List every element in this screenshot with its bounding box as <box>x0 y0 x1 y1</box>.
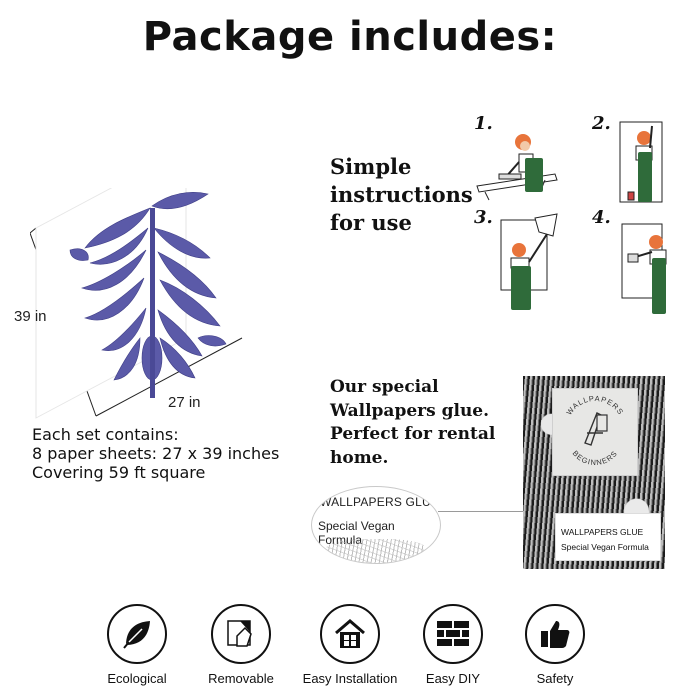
glue-description: Our special Wallpapers glue. Perfect for… <box>330 376 495 470</box>
leaf-icon <box>123 621 150 649</box>
feature-icon-circle <box>423 604 483 664</box>
step-1-illustration <box>476 134 558 201</box>
set-info-line: 8 paper sheets: 27 x 39 inches <box>32 444 280 463</box>
bricks-icon <box>437 621 469 646</box>
step-4-illustration <box>621 223 667 314</box>
step-number: 3. <box>474 207 493 228</box>
logo-top-text: WALLPAPERS <box>565 394 625 417</box>
set-info: Each set contains: 8 paper sheets: 27 x … <box>32 425 279 482</box>
feature-label: Safety <box>536 671 574 686</box>
package-label: WALLPAPERS GLUE Special Vegan Formula <box>555 513 661 561</box>
feature-easy-installation: Easy Installation <box>295 604 405 686</box>
step-number: 4. <box>592 207 611 228</box>
brand-logo: WALLPAPERS BEGINNERS <box>552 388 638 476</box>
feature-safety: Safety <box>500 604 610 686</box>
sheet-height-label: 39 in <box>14 308 47 325</box>
feature-removable: Removable <box>186 604 296 686</box>
glue-line: Wallpapers glue. <box>330 400 490 421</box>
step-number: 2. <box>592 113 611 134</box>
feature-icon-circle <box>107 604 167 664</box>
zoom-label-title: WALLPAPERS GLUE <box>320 495 440 509</box>
step-number: 1. <box>474 113 493 134</box>
etching-texture <box>326 539 426 563</box>
page-title: Package includes: <box>142 14 558 60</box>
package-label-title: WALLPAPERS GLUE <box>561 527 644 537</box>
glue-line: Our special <box>330 377 439 397</box>
wallpaper-sheet-illustration <box>30 188 243 419</box>
step-2-illustration <box>619 121 663 203</box>
glue-line: Perfect for rental <box>330 424 496 444</box>
house-icon <box>335 619 365 648</box>
svg-text:WALLPAPERS: WALLPAPERS <box>565 394 626 417</box>
set-info-line: Covering 59 ft square <box>32 463 206 482</box>
glue-label-zoom: WALLPAPERS GLUE Special Vegan Formula <box>311 486 441 564</box>
instructions-line: for use <box>330 210 412 235</box>
svg-text:BEGINNERS: BEGINNERS <box>571 449 620 467</box>
feature-icon-circle <box>320 604 380 664</box>
peel-icon <box>227 620 252 647</box>
package-label-subtitle: Special Vegan Formula <box>561 542 649 552</box>
glue-package: WALLPAPERS BEGINNERS WALLPAPERS GLUE Spe… <box>523 376 665 569</box>
zoom-leader-line <box>438 511 530 512</box>
set-info-line: Each set contains: <box>32 425 179 444</box>
step-3-illustration <box>500 213 558 310</box>
sheet-width-label: 27 in <box>168 394 201 411</box>
logo-bottom-text: BEGINNERS <box>571 449 619 467</box>
feature-label: Easy DIY <box>425 671 481 686</box>
instructions-line: instructions <box>330 182 473 207</box>
feature-label: Ecological <box>107 671 167 686</box>
feature-easy-diy: Easy DIY <box>398 604 508 686</box>
feature-icon-circle <box>525 604 585 664</box>
feature-label: Easy Installation <box>302 671 398 686</box>
feature-icon-circle <box>211 604 271 664</box>
thumbs-up-icon <box>541 621 570 648</box>
instructions-line: Simple <box>330 154 412 179</box>
feature-ecological: Ecological <box>82 604 192 686</box>
feature-label: Removable <box>208 671 274 686</box>
glue-line: home. <box>330 447 389 468</box>
instructions-text: Simple instructions for use <box>330 153 473 237</box>
